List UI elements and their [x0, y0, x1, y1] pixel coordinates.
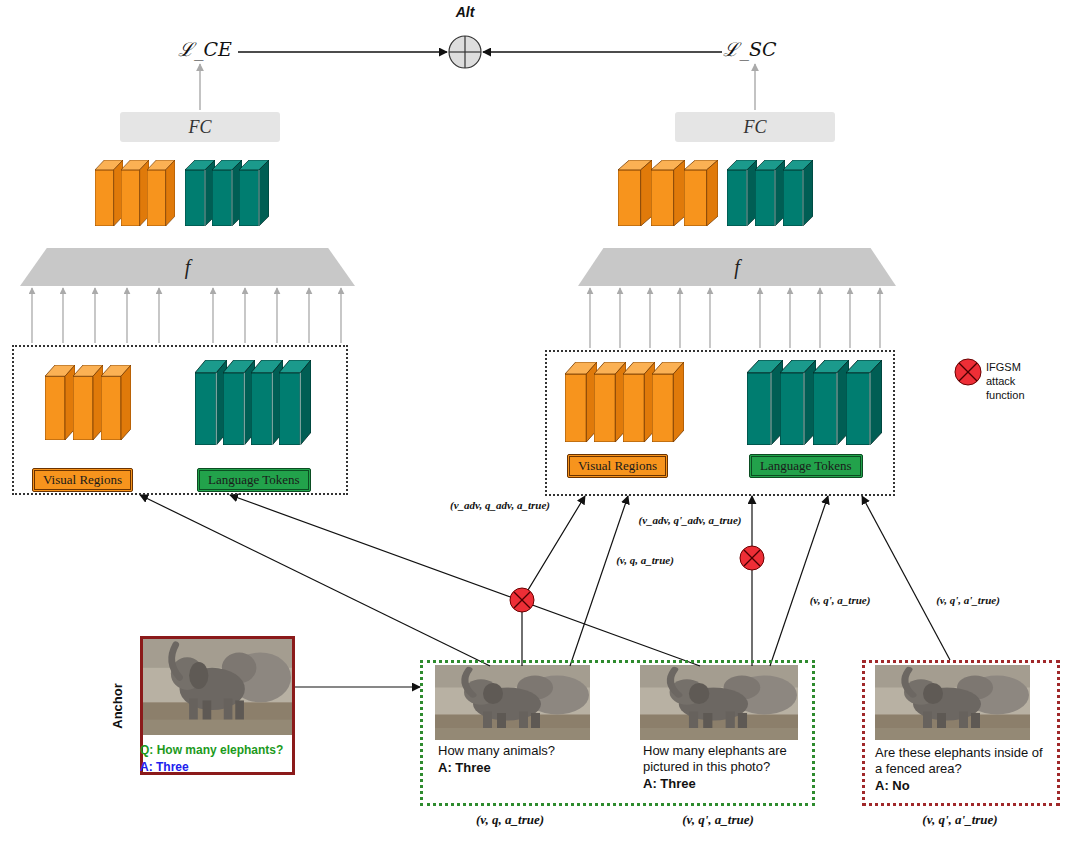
math-label: ℒ_CE: [178, 36, 232, 62]
sum-symbol: [449, 36, 481, 68]
arrow-line: [158, 288, 159, 343]
arrow-line: [679, 288, 680, 348]
fc-layer: FC: [675, 112, 835, 142]
loss-arrows: [200, 52, 755, 110]
tuple-label: (v, q, a_true): [476, 812, 544, 828]
connector-arrow: [770, 496, 828, 666]
node-text: Visual Regions: [43, 472, 122, 488]
math-label: ℒ_SC: [723, 36, 776, 62]
arrow-line: [276, 288, 277, 343]
positive-group: How many animals?A: ThreeHow many elepha…: [420, 660, 815, 806]
arrow-line: [62, 288, 63, 343]
arrow-line: [619, 288, 620, 348]
tuple-label: (v, q', a_true): [682, 812, 754, 828]
trapezoid-shape: [578, 248, 896, 286]
fc-layer: FC: [120, 112, 280, 142]
visual-regions-box: Visual Regions: [567, 454, 668, 478]
arrow-line: [759, 288, 760, 348]
arrow-line: [649, 288, 650, 348]
input-box: Visual Regions Language Tokens: [12, 345, 348, 495]
arrow-line: [31, 288, 32, 343]
negative-card: Are these elephants inside of a fenced a…: [862, 660, 1060, 806]
node-text: A: Three: [140, 760, 189, 774]
node-text: How many elephants are pictured in this …: [643, 743, 803, 775]
node-text: f: [185, 256, 191, 279]
encoder-trapezoid: f: [578, 248, 896, 286]
arrow-line: [789, 288, 790, 348]
edge-label: (v_adv, q_adv, a_true): [448, 499, 552, 511]
connector-arrow: [751, 496, 752, 666]
arrow-line: [126, 288, 127, 343]
node-text: A: Three: [438, 760, 593, 776]
arrow-line: [589, 288, 590, 348]
connector-arrow: [230, 495, 700, 666]
arrow-line: [94, 288, 95, 343]
connector-arrow: [862, 496, 950, 660]
node-text: A: No: [875, 778, 1049, 794]
attack-key-symbol: [955, 359, 981, 385]
node-text: Q: How many elephants?: [140, 743, 283, 757]
attack-symbol: [740, 546, 764, 570]
anchor-image: AnchorQ: How many elephants?A: Three: [140, 636, 295, 775]
node-text: FC: [188, 117, 211, 138]
input-box: Visual Regions Language Tokens: [545, 350, 895, 496]
arrow-line: [849, 288, 850, 348]
tuple-label: (v, q', a'_true): [922, 812, 997, 828]
node-text: How many animals?: [438, 743, 593, 759]
sample-card: How many elephants are pictured in this …: [640, 666, 805, 801]
arrow-line: [340, 288, 341, 343]
connector-arrow: [140, 495, 490, 666]
note-label: IFGSM attack function: [986, 360, 1052, 402]
sample-card: How many animals?A: Three: [435, 666, 595, 801]
arrow-line: [308, 288, 309, 343]
node-text: Visual Regions: [578, 458, 657, 474]
edge-label: (v, q', a'_true): [934, 594, 1002, 606]
node-text: A: Three: [643, 776, 803, 792]
edge-label: (v, q', a_true): [808, 594, 873, 606]
arrow-line: [212, 288, 213, 343]
feature-bars: [95, 160, 813, 226]
node-text: Language Tokens: [208, 472, 300, 488]
node-text: FC: [743, 117, 766, 138]
language-tokens-box: Language Tokens: [197, 468, 311, 492]
edge-label: (v, q, a_true): [614, 554, 676, 566]
node-text: Language Tokens: [760, 458, 852, 474]
connector-arrow: [522, 496, 585, 666]
encoder-trapezoid: f: [20, 248, 355, 286]
input-arrows: [32, 288, 341, 343]
trapezoid-shape: [20, 248, 355, 286]
node-text: Anchor: [110, 683, 125, 729]
input-bars: [45, 360, 882, 445]
connector-arrow: [570, 496, 628, 666]
arrow-line: [244, 288, 245, 343]
input-arrows: [590, 288, 880, 348]
alt-label: Alt: [456, 4, 475, 20]
photos: [143, 639, 1030, 740]
visual-regions-box: Visual Regions: [32, 468, 133, 492]
node-text: f: [734, 256, 740, 279]
node-text: Are these elephants inside of a fenced a…: [875, 745, 1049, 777]
arrow-line: [709, 288, 710, 348]
arrow-line: [819, 288, 820, 348]
edge-label: (v_adv, q'_adv, a_true): [636, 514, 743, 526]
connector-arrow: [295, 686, 420, 687]
language-tokens-box: Language Tokens: [749, 454, 863, 478]
arrow-line: [879, 288, 880, 348]
attack-symbol: [510, 588, 534, 612]
